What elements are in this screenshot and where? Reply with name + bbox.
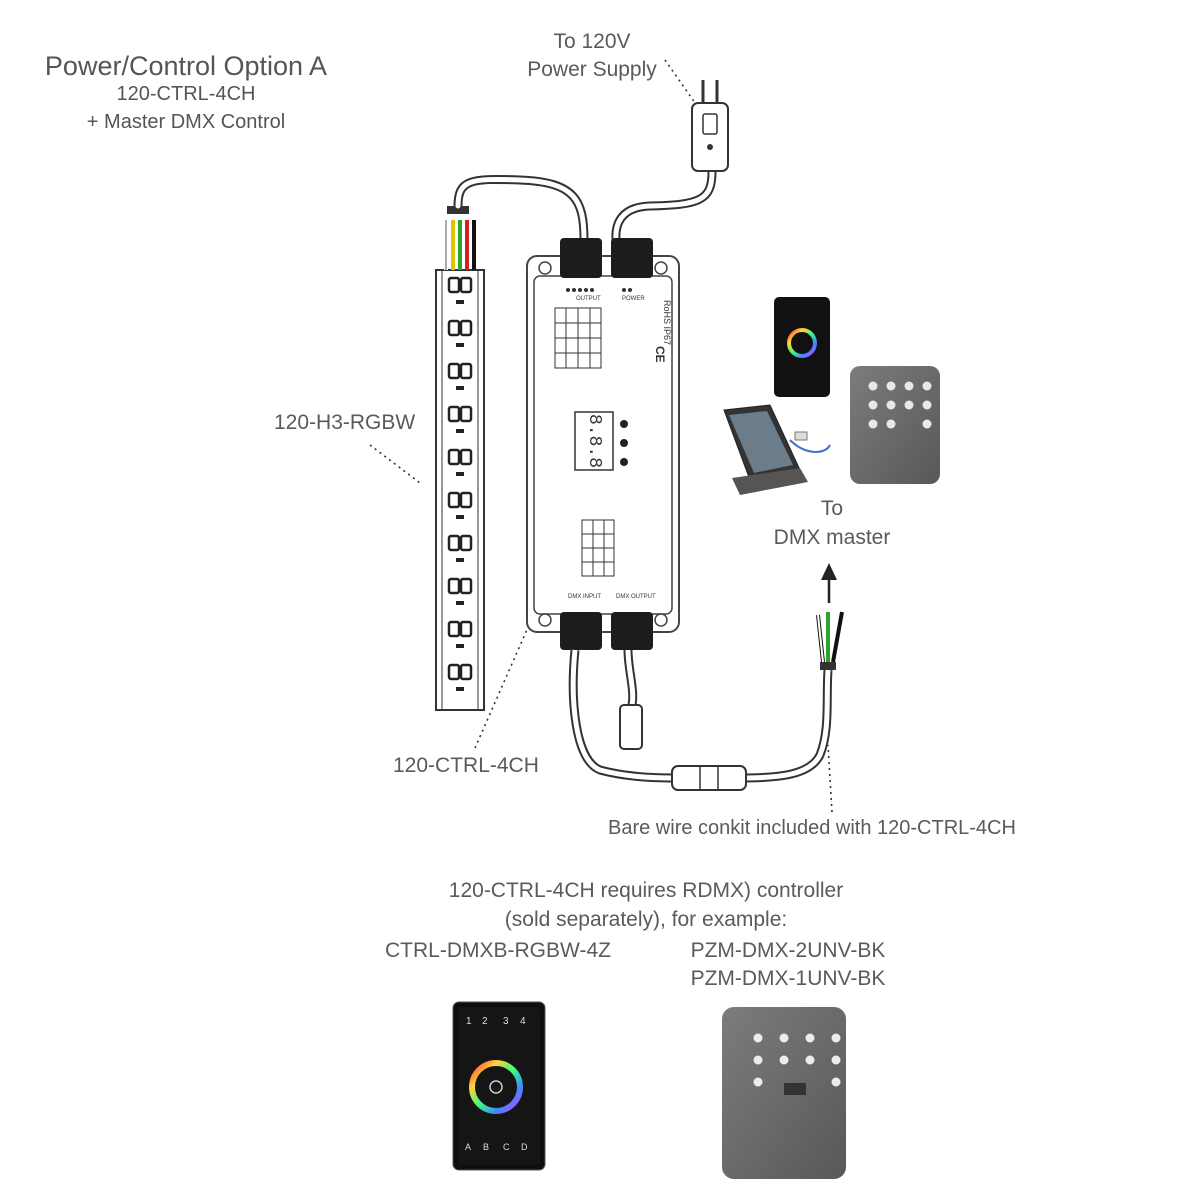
keypad-button: [904, 400, 914, 410]
led-chip: [447, 405, 473, 433]
touch-panel-zone-3: 3: [503, 1016, 509, 1027]
keypad-button: [805, 1055, 815, 1065]
led-chip: [447, 276, 473, 304]
port-label-power: POWER: [622, 296, 645, 302]
strip-leader: [369, 444, 421, 484]
keypad-button: [904, 381, 914, 391]
example-touch-panel-model: CTRL-DMXB-RGBW-4Z: [385, 939, 611, 962]
led-chip: [447, 491, 473, 519]
keypad-example: [722, 1007, 846, 1179]
port-label-output: OUTPUT: [576, 296, 601, 302]
keypad-button: [868, 419, 878, 429]
keypad-button: [886, 419, 896, 429]
keypad-button: [831, 1033, 841, 1043]
keypad-button: [805, 1033, 815, 1043]
touch-panel-zone-2: 2: [482, 1016, 488, 1027]
strip-label: 120-H3-RGBW: [274, 411, 416, 434]
keypad-button: [922, 381, 932, 391]
keypad-button: [753, 1055, 763, 1065]
led-chip: [447, 534, 473, 562]
port-label-dmx-input: DMX INPUT: [568, 594, 601, 600]
port-label-dmx-output: DMX OUTPUT: [616, 594, 656, 600]
dmx-master-label-line2: DMX master: [773, 526, 891, 549]
controller-display: 8.8.8: [584, 414, 604, 468]
title-block: Power/Control Option A 120-CTRL-4CH + Ma…: [45, 52, 327, 136]
keypad-button: [831, 1055, 841, 1065]
conkit-label: Bare wire conkit included with 120-CTRL-…: [608, 817, 1016, 839]
leader-lines: [369, 59, 833, 813]
keypad-button: [831, 1077, 841, 1087]
example-keypad-model-1unv: PZM-DMX-1UNV-BK: [690, 967, 886, 990]
dmx-cables: [568, 563, 844, 791]
example-keypad-model-2unv: PZM-DMX-2UNV-BK: [690, 939, 886, 962]
keypad-button: [922, 400, 932, 410]
touch-panel-example: 1 2 3 4 A B C D: [452, 1001, 546, 1171]
led-chip: [447, 319, 473, 347]
led-chip: [447, 362, 473, 390]
keypad-button: [779, 1033, 789, 1043]
led-chip: [447, 620, 473, 648]
touch-panel-zone-1: 1: [466, 1016, 472, 1027]
requires-note-line1: 120-CTRL-4CH requires RDMX) controller: [448, 879, 844, 902]
page-subtitle-model: 120-CTRL-4CH: [116, 83, 256, 105]
keypad-button: [753, 1077, 763, 1087]
touch-panel-btn-d: D: [521, 1142, 528, 1152]
keypad-button: [886, 381, 896, 391]
power-supply-label-line1: To 120V: [553, 30, 631, 53]
led-strip: [435, 174, 589, 711]
keypad-button: [779, 1055, 789, 1065]
conkit-leader: [827, 744, 833, 813]
keypad-button: [886, 400, 896, 410]
keypad-button: [922, 419, 932, 429]
power-supply-label-line2: Power Supply: [527, 58, 657, 81]
controller-device: 8.8.8 RoHS IP67 CE OUTPUT POWER DMX INPU…: [526, 238, 680, 650]
touch-panel-btn-b: B: [483, 1142, 489, 1152]
keypad-button: [753, 1033, 763, 1043]
keypad-button: [868, 400, 878, 410]
svg-text:CE: CE: [653, 346, 667, 363]
dmx-master-equipment: [723, 297, 940, 495]
touch-panel-btn-c: C: [503, 1142, 510, 1152]
requires-note-line2: (sold separately), for example:: [504, 908, 788, 931]
keypad-button: [868, 381, 878, 391]
power-plug: [611, 80, 729, 245]
led-chip: [447, 663, 473, 691]
dmx-master-label-line1: To: [820, 497, 844, 520]
led-chip: [447, 448, 473, 476]
page-title: Power/Control Option A: [44, 51, 328, 81]
touch-panel-zone-4: 4: [520, 1016, 526, 1027]
led-chip: [447, 577, 473, 605]
power-supply-leader: [664, 59, 701, 111]
controller-cert-text: RoHS IP67: [662, 300, 672, 345]
controller-label: 120-CTRL-4CH: [393, 754, 539, 777]
page-subtitle-addon: + Master DMX Control: [86, 111, 286, 133]
touch-panel-btn-a: A: [465, 1142, 471, 1152]
